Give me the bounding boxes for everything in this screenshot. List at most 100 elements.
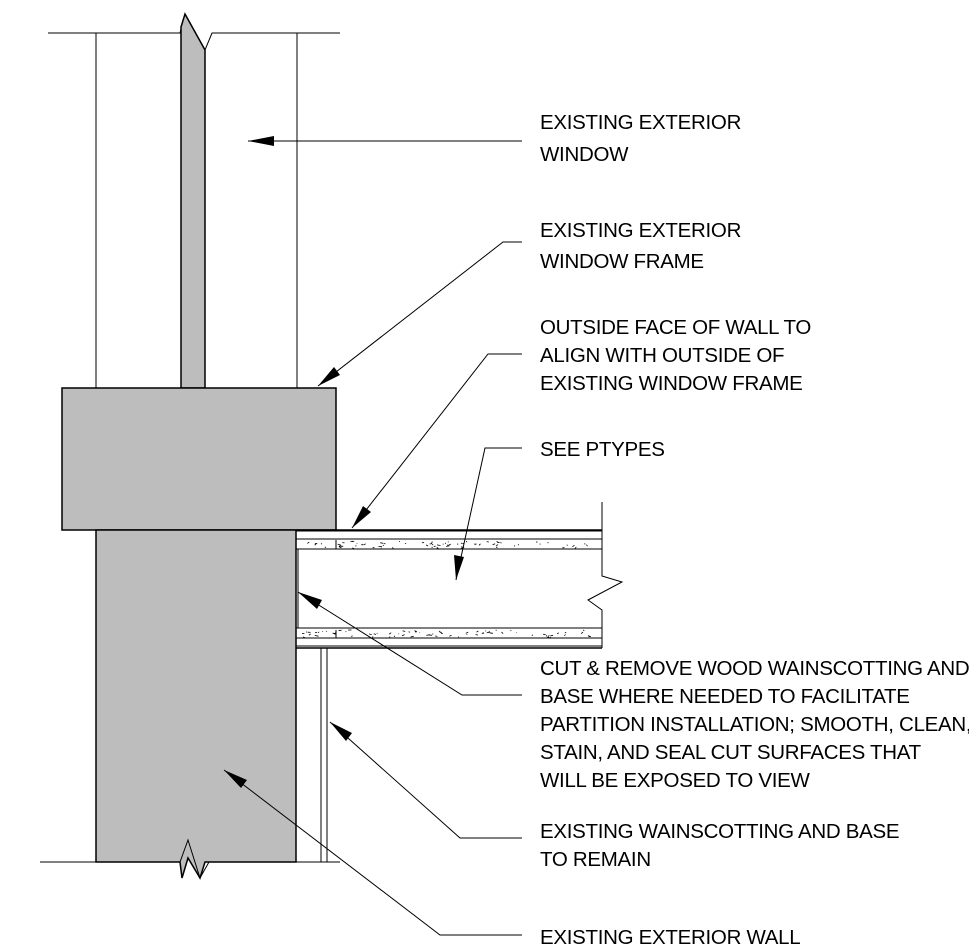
stipple-mark — [580, 631, 584, 634]
arrowhead-window-frame — [318, 367, 340, 386]
note-line: WINDOW — [540, 143, 629, 166]
note-exterior-wall: EXISTING EXTERIOR WALL — [540, 926, 800, 944]
note-line: WINDOW FRAME — [540, 250, 704, 273]
partition-bottom-board — [295, 637, 603, 647]
note-wainscotting: EXISTING WAINSCOTTING AND BASE TO REMAIN — [540, 820, 905, 871]
stipple-mark — [449, 634, 452, 637]
note-line: SEE PTYPES — [540, 438, 665, 461]
stipple-mark — [392, 547, 394, 549]
stipple-mark — [325, 630, 328, 632]
callout-notes: EXISTING EXTERIOR WINDOW EXISTING EXTERI… — [540, 111, 969, 944]
note-line: CUT & REMOVE WOOD WAINSCOTTING AND — [540, 657, 969, 680]
arrowhead-outside-face — [352, 506, 371, 528]
stipple-mark — [401, 634, 405, 637]
stipple-mark — [337, 543, 342, 546]
stipple-mark — [447, 544, 449, 546]
stipple-mark — [492, 543, 496, 546]
stipple-mark — [402, 630, 406, 632]
stipple-mark — [414, 630, 417, 632]
stipple-mark — [446, 545, 450, 547]
arrowhead-cut-remove — [298, 592, 322, 609]
existing-window-frame — [61, 387, 337, 531]
stipple-mark — [489, 632, 493, 634]
stipple-mark — [513, 545, 516, 547]
stipple-mark — [380, 542, 384, 544]
stipple-mark — [574, 546, 577, 549]
stipple-mark — [440, 632, 443, 634]
note-window-frame: EXISTING EXTERIOR WINDOW FRAME — [540, 219, 746, 273]
stipple-mark — [460, 546, 465, 548]
stipple-mark — [466, 633, 468, 635]
stipple-mark — [465, 540, 468, 543]
stipple-mark — [478, 543, 481, 546]
stipple-mark — [371, 636, 374, 638]
existing-exterior-wall — [40, 529, 340, 880]
stipple-mark — [547, 541, 549, 544]
stipple-mark — [363, 543, 366, 546]
partition-top-board — [295, 530, 603, 540]
stipple-mark — [320, 543, 323, 545]
stipple-mark — [481, 632, 485, 634]
note-line: WILL BE EXPOSED TO VIEW — [540, 769, 811, 792]
stipple-mark — [308, 633, 311, 636]
arrowhead-window — [248, 136, 274, 146]
partition-top-board-inner — [295, 538, 603, 550]
stipple-mark — [517, 544, 520, 546]
stipple-mark — [338, 629, 342, 632]
stipple-mark — [307, 541, 310, 544]
stipple-mark — [476, 630, 479, 633]
stipple-mark — [485, 630, 487, 632]
note-line: STAIN, AND SEAL CUT SURFACES THAT — [540, 741, 922, 764]
stipple-mark — [372, 546, 375, 549]
stipple-mark — [314, 543, 317, 546]
stipple-mark — [496, 541, 500, 544]
note-line: PARTITION INSTALLATION; SMOOTH, CLEAN, — [540, 713, 969, 736]
stipple-mark — [305, 631, 307, 633]
arrowhead-exterior-wall — [224, 770, 247, 788]
note-line: ALIGN WITH OUTSIDE OF — [540, 344, 784, 367]
leader-wainscotting — [329, 721, 522, 839]
note-line: EXISTING WINDOW FRAME — [540, 372, 802, 395]
leader-outside-face — [351, 353, 522, 529]
stipple-mark — [351, 635, 353, 638]
partition-break-line — [587, 502, 624, 648]
leader-cut-remove — [297, 591, 522, 696]
note-line: OUTSIDE FACE OF WALL TO — [540, 316, 811, 339]
stipple-mark — [302, 636, 306, 639]
stipple-mark — [458, 636, 460, 638]
stipple-mark — [531, 634, 534, 636]
stipple-mark — [436, 544, 441, 546]
note-line: EXISTING EXTERIOR — [540, 219, 741, 242]
existing-wainscotting-and-base — [320, 648, 328, 862]
stipple-mark — [355, 545, 357, 547]
leaders — [223, 136, 522, 936]
stipple-mark — [352, 547, 355, 550]
stipple-mark — [380, 547, 382, 549]
stipple-mark — [373, 633, 377, 635]
stipple-mark — [425, 544, 429, 547]
stipple-mark — [564, 632, 567, 634]
stipple-mark — [510, 629, 512, 632]
window-mullion — [180, 12, 206, 389]
note-outside-face: OUTSIDE FACE OF WALL TO ALIGN WITH OUTSI… — [540, 316, 816, 395]
leader-window-frame — [317, 241, 522, 387]
exterior-wall-section — [95, 529, 297, 880]
stipple-mark — [495, 544, 499, 547]
note-line: EXISTING EXTERIOR — [540, 111, 741, 134]
stipple-mark — [382, 544, 385, 547]
partition — [295, 502, 624, 649]
stipple-mark — [547, 636, 551, 639]
stipple-mark — [501, 631, 504, 634]
stipple-mark — [556, 632, 559, 634]
stipple-mark — [314, 635, 319, 637]
stipple-mark — [439, 631, 443, 634]
stipple-mark — [369, 633, 372, 635]
note-line: TO REMAIN — [540, 848, 651, 871]
stipple-mark — [388, 632, 392, 635]
arrowhead-wainscotting — [330, 722, 352, 741]
note-ptypes: SEE PTYPES — [540, 438, 665, 461]
bottom-break-line — [40, 838, 340, 880]
stipple-mark — [582, 629, 585, 632]
note-cut-remove: CUT & REMOVE WOOD WAINSCOTTING AND BASE … — [540, 657, 969, 792]
